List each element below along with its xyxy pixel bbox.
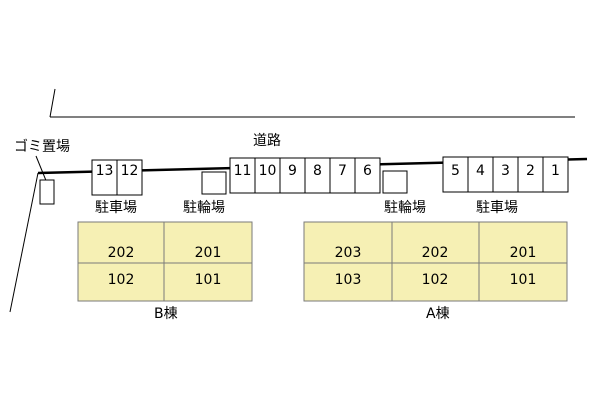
- unit-room: [391, 262, 480, 302]
- parking-space: [542, 156, 569, 193]
- building-b: 202 201 102 101: [77, 221, 253, 302]
- road-edge-left: [9, 172, 39, 313]
- unit-room: [303, 262, 393, 302]
- unit-room: [303, 221, 393, 264]
- unit-number: 203: [335, 245, 362, 261]
- parking-space: [254, 157, 281, 194]
- parking-space: [116, 159, 143, 196]
- parking-number: 5: [451, 163, 460, 179]
- unit-number: 201: [195, 245, 222, 261]
- bicycle-parking-left: [201, 171, 227, 195]
- boundary-line-left: [49, 88, 56, 118]
- unit-room: [163, 221, 253, 264]
- unit-room: [163, 262, 253, 302]
- parking-space: [304, 157, 331, 194]
- parking-number: 1: [551, 163, 560, 179]
- garbage-leader-line: [35, 155, 48, 184]
- building-b-label: B棟: [154, 306, 178, 322]
- building-a-label: A棟: [426, 306, 450, 322]
- parking-number: 2: [526, 163, 535, 179]
- unit-number: 102: [422, 272, 449, 288]
- garbage-area: [39, 179, 55, 205]
- bicycle-parking-right: [382, 170, 408, 194]
- unit-number: 101: [195, 272, 222, 288]
- parking-number: 13: [96, 163, 114, 179]
- parking-space: [492, 156, 519, 193]
- unit-number: 202: [422, 245, 449, 261]
- unit-number: 101: [510, 272, 537, 288]
- parking-number: 9: [288, 163, 297, 179]
- unit-room: [77, 262, 165, 302]
- parking-space: [442, 156, 469, 193]
- unit-number: 202: [108, 245, 135, 261]
- parking-space: [354, 157, 381, 194]
- parking-number: 11: [234, 163, 252, 179]
- parking-right: 5 4 3 2 1: [442, 156, 569, 193]
- parking-space: [467, 156, 494, 193]
- unit-room: [478, 221, 568, 264]
- parking-number: 4: [476, 163, 485, 179]
- parking-space: [517, 156, 544, 193]
- parking-number: 3: [501, 163, 510, 179]
- garbage-area-label: ゴミ置場: [14, 138, 70, 155]
- bicycle-label-right: 駐輪場: [384, 199, 426, 216]
- parking-number: 7: [338, 163, 347, 179]
- unit-room: [478, 262, 568, 302]
- parking-number: 10: [259, 163, 277, 179]
- building-a: 203 202 201 103 102 101: [303, 221, 568, 302]
- parking-space: [329, 157, 356, 194]
- parking-left: 13 12: [91, 159, 143, 196]
- unit-room: [77, 221, 165, 264]
- road-label: 道路: [253, 133, 281, 149]
- unit-number: 102: [108, 272, 135, 288]
- parking-number: 12: [121, 163, 139, 179]
- parking-label-right: 駐車場: [476, 199, 518, 216]
- bicycle-label-left: 駐輪場: [183, 199, 225, 216]
- parking-middle: 11 10 9 8 7 6: [229, 157, 381, 194]
- parking-label-left: 駐車場: [95, 199, 137, 216]
- parking-space: [229, 157, 256, 194]
- unit-number: 103: [335, 272, 362, 288]
- parking-number: 6: [363, 163, 372, 179]
- parking-number: 8: [313, 163, 322, 179]
- unit-number: 201: [510, 245, 537, 261]
